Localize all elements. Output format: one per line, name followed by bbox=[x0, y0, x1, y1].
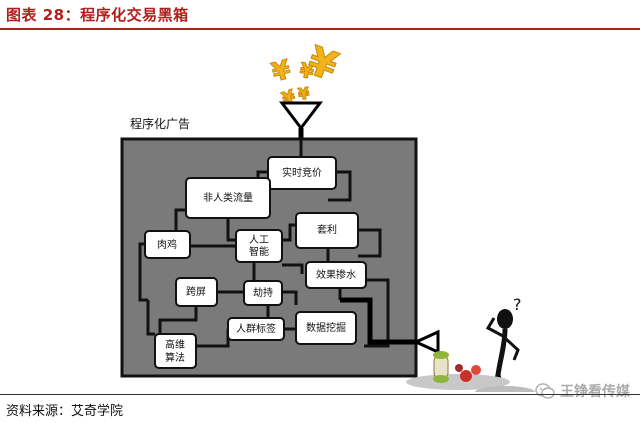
node-nonhuman-traffic-label: 非人类流量 bbox=[203, 191, 253, 204]
node-audience-tags-label: 人群标签 bbox=[236, 322, 276, 335]
node-cross-screen: 跨屏 bbox=[175, 277, 218, 307]
watermark: 王铮看传媒 bbox=[535, 380, 630, 402]
node-ai-label-1: 人工 bbox=[249, 234, 269, 246]
node-effect-inflation: 效果掺水 bbox=[305, 261, 367, 289]
apple-core-icon bbox=[433, 351, 481, 383]
header-rule bbox=[0, 28, 640, 30]
input-funnel bbox=[278, 101, 324, 139]
node-effect-inflation-label: 效果掺水 bbox=[316, 268, 356, 281]
node-data-mining: 数据挖掘 bbox=[295, 311, 357, 345]
node-hijack-label: 劫持 bbox=[253, 286, 273, 299]
yen-symbol-4: ¥ bbox=[297, 84, 311, 104]
node-hijack: 劫持 bbox=[243, 280, 283, 306]
node-arbitrage: 套利 bbox=[295, 212, 359, 249]
figure-title: 图表 28：程序化交易黑箱 bbox=[6, 6, 189, 24]
node-ai-label-2: 智能 bbox=[249, 245, 269, 258]
node-rtb-label: 实时竞价 bbox=[282, 166, 322, 179]
question-mark-icon: ? bbox=[513, 295, 522, 314]
figure-footer: 资料来源：艾奇学院 bbox=[0, 392, 640, 423]
node-arbitrage-label: 套利 bbox=[317, 223, 337, 236]
node-high-dim-algo-label-2: 算法 bbox=[165, 351, 185, 364]
node-meat-bot-label: 肉鸡 bbox=[157, 238, 177, 251]
yen-symbol-2: ¥ bbox=[298, 58, 316, 84]
yen-symbol-1: ¥ bbox=[269, 55, 294, 89]
footer-rule bbox=[0, 394, 640, 395]
node-audience-tags: 人群标签 bbox=[227, 317, 285, 341]
node-cross-screen-label: 跨屏 bbox=[186, 286, 206, 298]
diagram-canvas: ¥ ¥ ¥ ¥ ¥ 程序化广告 bbox=[120, 37, 535, 399]
node-ai: 人工 智能 bbox=[235, 229, 283, 263]
node-meat-bot: 肉鸡 bbox=[144, 230, 191, 259]
node-data-mining-label: 数据挖掘 bbox=[306, 321, 346, 334]
black-box-label: 程序化广告 bbox=[130, 116, 190, 131]
wechat-icon bbox=[535, 383, 555, 399]
figure-header: 图表 28：程序化交易黑箱 bbox=[0, 0, 640, 30]
node-high-dim-algo-label-1: 高维 bbox=[165, 338, 185, 351]
node-high-dim-algo: 高维 算法 bbox=[154, 333, 197, 369]
output-pipe bbox=[340, 297, 440, 355]
node-rtb: 实时竞价 bbox=[267, 156, 337, 190]
watermark-text: 王铮看传媒 bbox=[560, 384, 630, 400]
black-box-diagram: ¥ ¥ ¥ ¥ ¥ 程序化广告 bbox=[0, 30, 640, 399]
source-note: 资料来源：艾奇学院 bbox=[6, 404, 124, 419]
node-nonhuman-traffic: 非人类流量 bbox=[185, 177, 271, 219]
